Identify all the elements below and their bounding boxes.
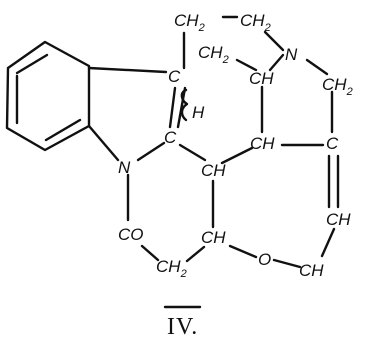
atom-ch2-top-right: CH2 xyxy=(240,11,271,34)
atom-n-left: N xyxy=(118,158,131,177)
bond-n-to-ch2-right xyxy=(305,58,329,76)
bond-ch-right-to-ch-bottom xyxy=(320,227,336,258)
atom-ch-right-lower: CH xyxy=(326,210,351,229)
bond-co-to-ch2-bottom xyxy=(140,244,160,262)
bond-n-to-ch-upper xyxy=(268,53,285,72)
benzene-inner-bond-bottom xyxy=(44,118,82,142)
atom-ch2-bottom: CH2 xyxy=(156,257,187,280)
bond-lines xyxy=(5,15,340,269)
bond-ch-mid-to-ch-center xyxy=(220,146,254,165)
bond-c-upper-to-c-lower-a xyxy=(168,86,177,129)
atom-ch2-right: CH2 xyxy=(322,75,353,98)
atom-ch-center: CH xyxy=(201,161,226,180)
atom-ch-lower: CH xyxy=(201,228,226,247)
bond-c-lower-to-n-left xyxy=(136,141,166,162)
atom-h: H xyxy=(192,103,205,122)
atom-c-lower: C xyxy=(164,128,177,147)
bond-n-left-to-benzene xyxy=(87,124,120,162)
bond-top-ch2-to-n xyxy=(263,30,285,52)
caption-label: IV. xyxy=(167,314,198,338)
atom-ch-mid-right: CH xyxy=(250,134,275,153)
atom-n-top: N xyxy=(285,45,298,64)
bond-benzene-to-c-upper xyxy=(87,66,168,74)
benzene-ring-outline xyxy=(5,40,91,152)
bond-c-lower-to-ch-center xyxy=(178,143,207,162)
atom-ch2-top-mid: CH2 xyxy=(198,43,229,66)
atom-c-right: C xyxy=(326,134,339,153)
atom-ch-upper: CH xyxy=(249,69,274,88)
atom-c-upper: C xyxy=(168,67,181,86)
bond-o-to-ch-bottom xyxy=(272,258,302,269)
atom-ch-bottom-right: CH xyxy=(299,261,324,280)
atom-co: CO xyxy=(118,225,144,244)
bond-mid-ch2-to-ch xyxy=(235,58,258,72)
figure-caption: IV. xyxy=(163,305,202,338)
bond-ch2-bottom-to-ch-lower xyxy=(185,245,206,263)
atom-o: O xyxy=(258,250,271,269)
bond-ch-lower-to-o xyxy=(228,244,258,259)
atom-labels: CH2 CH2 CH2 N CH2 C CH H C CH C N CH CH … xyxy=(118,11,353,280)
atom-ch2-top-left: CH2 xyxy=(174,11,205,34)
benzene-inner-bond-top xyxy=(15,53,49,75)
h-brace xyxy=(180,88,189,122)
bond-c-upper-to-c-lower-b xyxy=(176,86,187,129)
